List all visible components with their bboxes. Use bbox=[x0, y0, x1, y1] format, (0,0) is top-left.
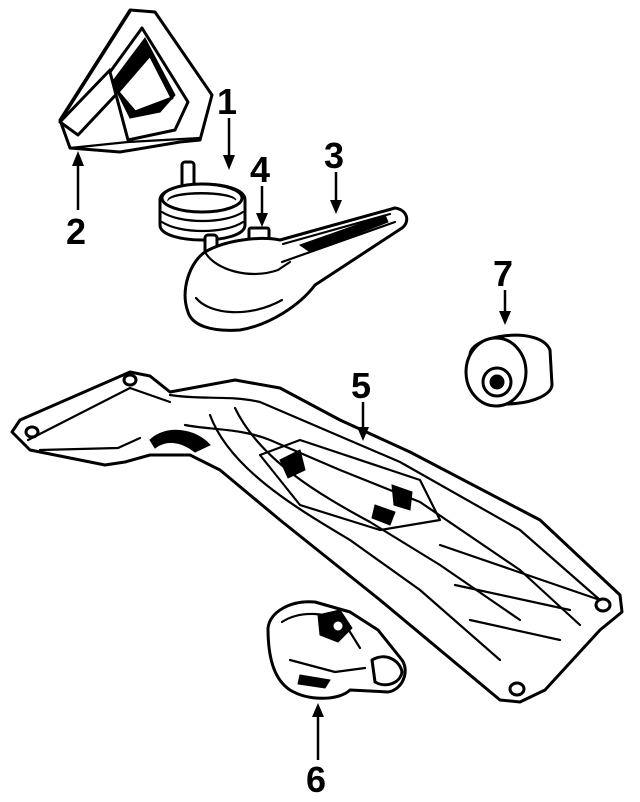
callout-3: 3 bbox=[324, 135, 344, 176]
part-6-transmission-mount bbox=[266, 600, 407, 700]
part-2-bracket bbox=[58, 8, 214, 154]
leader-7-arrowhead bbox=[499, 311, 511, 325]
callout-2: 2 bbox=[66, 211, 86, 252]
callout-7: 7 bbox=[493, 253, 513, 294]
leader-2-arrowhead bbox=[72, 151, 84, 166]
part-5-crossmember bbox=[10, 370, 624, 704]
leader-1-arrowhead bbox=[223, 155, 235, 170]
callout-5: 5 bbox=[351, 365, 371, 406]
callout-labels: 1 2 3 4 5 6 7 bbox=[66, 81, 513, 800]
callout-1: 1 bbox=[217, 81, 237, 122]
leader-6-arrowhead bbox=[312, 703, 324, 717]
part-7-bushing bbox=[464, 333, 554, 408]
callout-6: 6 bbox=[306, 759, 326, 800]
leader-5-arrowhead bbox=[357, 427, 369, 441]
callout-4: 4 bbox=[250, 149, 270, 190]
leader-3-arrowhead bbox=[330, 200, 342, 214]
part-3-engine-mount bbox=[183, 206, 409, 332]
leader-4-arrowhead bbox=[256, 213, 268, 227]
leader-lines bbox=[72, 118, 511, 760]
